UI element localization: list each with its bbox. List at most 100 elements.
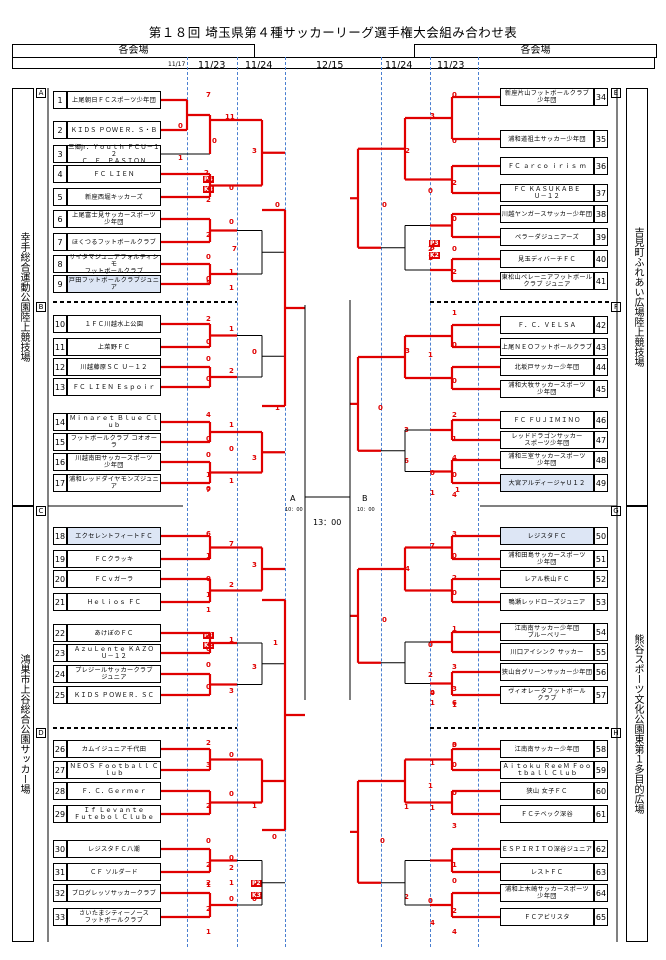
- final-time-b: 10：00: [357, 507, 375, 513]
- score: 0: [229, 895, 234, 903]
- team-number: 20: [53, 570, 67, 588]
- team-number: 31: [53, 863, 67, 881]
- date-row: [12, 57, 655, 69]
- team-name: ＡｚｕＬｅｎｔｅ ＫＡＺＯ Ｕ－１２: [67, 644, 161, 662]
- score: 4: [452, 928, 457, 936]
- score: 0: [452, 761, 457, 769]
- team-name: 上尾朝日ＦＣスポーツ少年団: [67, 91, 161, 109]
- score: 2: [206, 861, 211, 869]
- score: 2: [206, 879, 211, 887]
- venue-left-bottom: 鴻巣市上谷総合公園サッカー場: [12, 506, 34, 942]
- team-number: 54: [594, 623, 608, 641]
- pk-mark: P2: [251, 880, 262, 887]
- team-number: 58: [594, 740, 608, 758]
- team-name: フットボールクラブ コオオーラ: [67, 433, 161, 451]
- team-name: 浦和道祖土サッカー少年団: [500, 130, 594, 148]
- score: 1: [206, 881, 211, 889]
- score: 3: [430, 112, 435, 120]
- team-name: 狭山台グリーンサッカー少年団: [500, 663, 594, 681]
- round-separator: [381, 57, 382, 947]
- score: 0: [206, 253, 211, 261]
- team-name: ペラーダジュニアーズ: [500, 228, 594, 246]
- team-name: レジスタＦＣ八潮: [67, 840, 161, 858]
- team-name: ＦＣ ＦＵＪＩＭＩＮＯ: [500, 411, 594, 429]
- team-name: Ｉｆ Ｌｅｖａｎｔｅ Ｆｕｔｅｂｏｌ Ｃｌｕｂｅ: [67, 805, 161, 823]
- score: 0: [206, 451, 211, 459]
- pk-mark: P4: [203, 176, 214, 183]
- final-time: 13：00: [313, 518, 342, 527]
- team-number: 60: [594, 782, 608, 800]
- pk-mark: K3: [203, 186, 214, 193]
- team-number: 5: [53, 188, 67, 206]
- team-name: 狭山 女子ＦＣ: [500, 782, 594, 800]
- team-number: 50: [594, 527, 608, 545]
- score: 4: [206, 411, 211, 419]
- team-name: 東松山ペレーニアフットボール クラブ ジュニア: [500, 272, 594, 290]
- team-name: レアル秩山ＦＣ: [500, 570, 594, 588]
- score: 3: [452, 663, 457, 671]
- score: 2: [206, 231, 211, 239]
- team-number: 9: [53, 275, 67, 293]
- team-name: ＦＣアビリスタ: [500, 908, 594, 926]
- team-number: 47: [594, 431, 608, 449]
- score: 0: [206, 375, 211, 383]
- team-number: 48: [594, 451, 608, 469]
- score: 1: [455, 486, 460, 494]
- team-name: 川越ヤンガースサッカー少年団: [500, 205, 594, 223]
- score: 1: [452, 625, 457, 633]
- score: 0: [428, 187, 433, 195]
- score: 1: [428, 782, 433, 790]
- score: 1: [452, 861, 457, 869]
- score: 3: [452, 741, 457, 749]
- score: 6: [404, 457, 409, 465]
- team-name: レジスタＦＣ: [500, 527, 594, 545]
- team-number: 11: [53, 338, 67, 356]
- score: 0: [212, 137, 217, 145]
- team-name: サイタマジュニアフォルティシモ フットボールクラブ: [67, 254, 161, 275]
- team-name: ヴィオレータフットボール クラブ: [500, 686, 594, 704]
- pk-mark: K2: [203, 642, 214, 649]
- team-number: 36: [594, 157, 608, 175]
- score: 0: [452, 789, 457, 797]
- team-name: 新座西堀キッカーズ: [67, 188, 161, 206]
- score: 1: [430, 759, 435, 767]
- score: 11: [225, 113, 235, 121]
- team-number: 62: [594, 840, 608, 858]
- score: 1: [229, 879, 234, 887]
- round-separator: [237, 57, 238, 947]
- team-name: 川口アイシンク サッカー: [500, 643, 594, 661]
- team-name: 三郷Jr．Ｙｏｕｔｈ ＦＣＵ－１２ Ｃ．Ｆ．ＰＡＳＩＯＮ: [67, 143, 161, 165]
- team-name: ＦＣクラッキ: [67, 550, 161, 568]
- round-separator: [430, 57, 431, 947]
- team-number: 10: [53, 315, 67, 333]
- team-number: 28: [53, 782, 67, 800]
- team-name: Ａｉｔｏｋｕ ＲｅｅＭ Ｆｏｏｔｂａｌｌ Ｃｌｕｂ: [500, 761, 594, 779]
- team-number: 19: [53, 550, 67, 568]
- team-name: 浦和三室サッカースポーツ 少年団: [500, 451, 594, 469]
- score: 2: [452, 411, 457, 419]
- team-number: 32: [53, 884, 67, 902]
- score: 0: [378, 404, 383, 412]
- team-name: あけぼのＦＣ: [67, 624, 161, 642]
- team-number: 45: [594, 380, 608, 398]
- date-1124-left: 11/24: [245, 60, 273, 71]
- score: 0: [452, 137, 457, 145]
- score: 0: [428, 897, 433, 905]
- score: 0: [229, 751, 234, 759]
- team-number: 17: [53, 474, 67, 492]
- team-name: 新座片山フットボールクラブ 少年団: [500, 88, 594, 106]
- date-1123-left: 11/23: [198, 60, 226, 71]
- score: 4: [430, 689, 435, 697]
- final-label-a: A: [290, 494, 296, 503]
- team-number: 24: [53, 665, 67, 683]
- score: 0: [178, 122, 183, 130]
- team-number: 33: [53, 908, 67, 926]
- team-number: 38: [594, 205, 608, 223]
- pk-mark: K2: [429, 252, 440, 259]
- final-label-b: B: [362, 494, 368, 503]
- score: 0: [206, 338, 211, 346]
- team-number: 56: [594, 663, 608, 681]
- score: 0: [452, 589, 457, 597]
- score: 2: [206, 739, 211, 747]
- final-time-a: 10：00: [285, 507, 303, 513]
